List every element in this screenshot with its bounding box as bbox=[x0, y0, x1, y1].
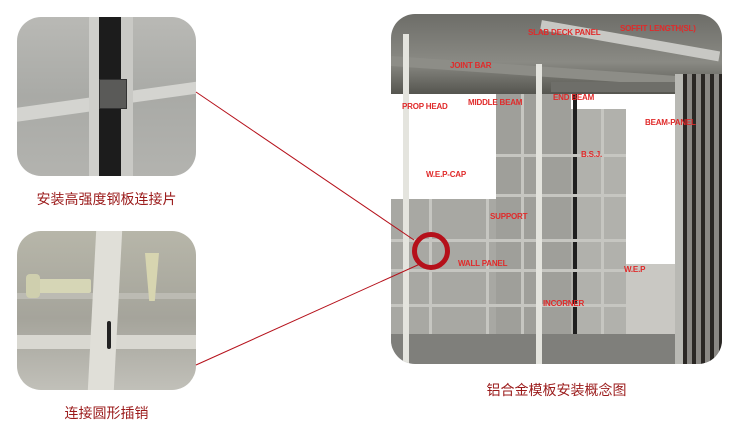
panel-rib bbox=[486, 199, 489, 349]
label-support: SUPPORT bbox=[490, 212, 528, 221]
panel-rib bbox=[429, 199, 432, 349]
round-pin bbox=[31, 279, 91, 293]
concept-caption: 铝合金模板安装概念图 bbox=[486, 383, 627, 399]
panel-rib bbox=[391, 239, 626, 242]
label-prop-head: PROP HEAD bbox=[402, 102, 448, 111]
panel-rib bbox=[496, 154, 626, 157]
connector-line-top bbox=[195, 91, 415, 241]
label-incorner: INCORNER bbox=[543, 299, 585, 308]
round-pin-caption: 连接圆形插销 bbox=[64, 406, 149, 422]
panel-rib bbox=[601, 109, 604, 339]
vertical-rib bbox=[121, 17, 133, 176]
label-soffit-length: SOFFIT LENGTH(SL) bbox=[620, 24, 696, 33]
prop-center bbox=[536, 64, 542, 364]
connector-plate-caption: 安装高强度钢板连接片 bbox=[36, 192, 177, 208]
vertical-rib bbox=[89, 17, 99, 176]
panel-rib bbox=[496, 194, 626, 197]
pin-head bbox=[26, 274, 40, 298]
wall-panel-right bbox=[571, 109, 626, 339]
label-bsj: B.S.J. bbox=[581, 150, 603, 159]
end-beam bbox=[551, 82, 722, 92]
label-middle-beam: MIDDLE BEAM bbox=[468, 98, 523, 107]
brick-wall bbox=[623, 264, 683, 339]
connector-plate-photo bbox=[17, 17, 196, 176]
label-wep: W.E.P bbox=[624, 265, 646, 274]
inner-corner-seam bbox=[573, 94, 577, 349]
rebar-cage bbox=[683, 74, 722, 364]
highlight-circle bbox=[412, 232, 450, 270]
wedge-slot bbox=[107, 321, 111, 349]
steel-connector-plate bbox=[99, 79, 127, 109]
formwork-concept-photo bbox=[391, 14, 722, 364]
prop-left bbox=[403, 34, 409, 364]
label-wall-panel: WALL PANEL bbox=[458, 259, 508, 268]
panel-rib bbox=[521, 94, 524, 349]
round-pin-photo bbox=[17, 231, 196, 390]
door-post bbox=[675, 74, 685, 364]
wedge bbox=[145, 253, 159, 301]
label-wep-cap: W.E.P-CAP bbox=[426, 170, 466, 179]
label-end-beam: END BEAM bbox=[553, 93, 595, 102]
panel-rib bbox=[391, 269, 626, 272]
floor bbox=[391, 334, 722, 364]
connector-line-bottom bbox=[195, 263, 421, 366]
label-beam-panel: BEAM-PANEL bbox=[645, 118, 696, 127]
panel-rib bbox=[391, 304, 626, 307]
label-joint-bar: JOINT BAR bbox=[450, 61, 492, 70]
label-slab-deck-panel: SLAB DECK PANEL bbox=[528, 28, 601, 37]
